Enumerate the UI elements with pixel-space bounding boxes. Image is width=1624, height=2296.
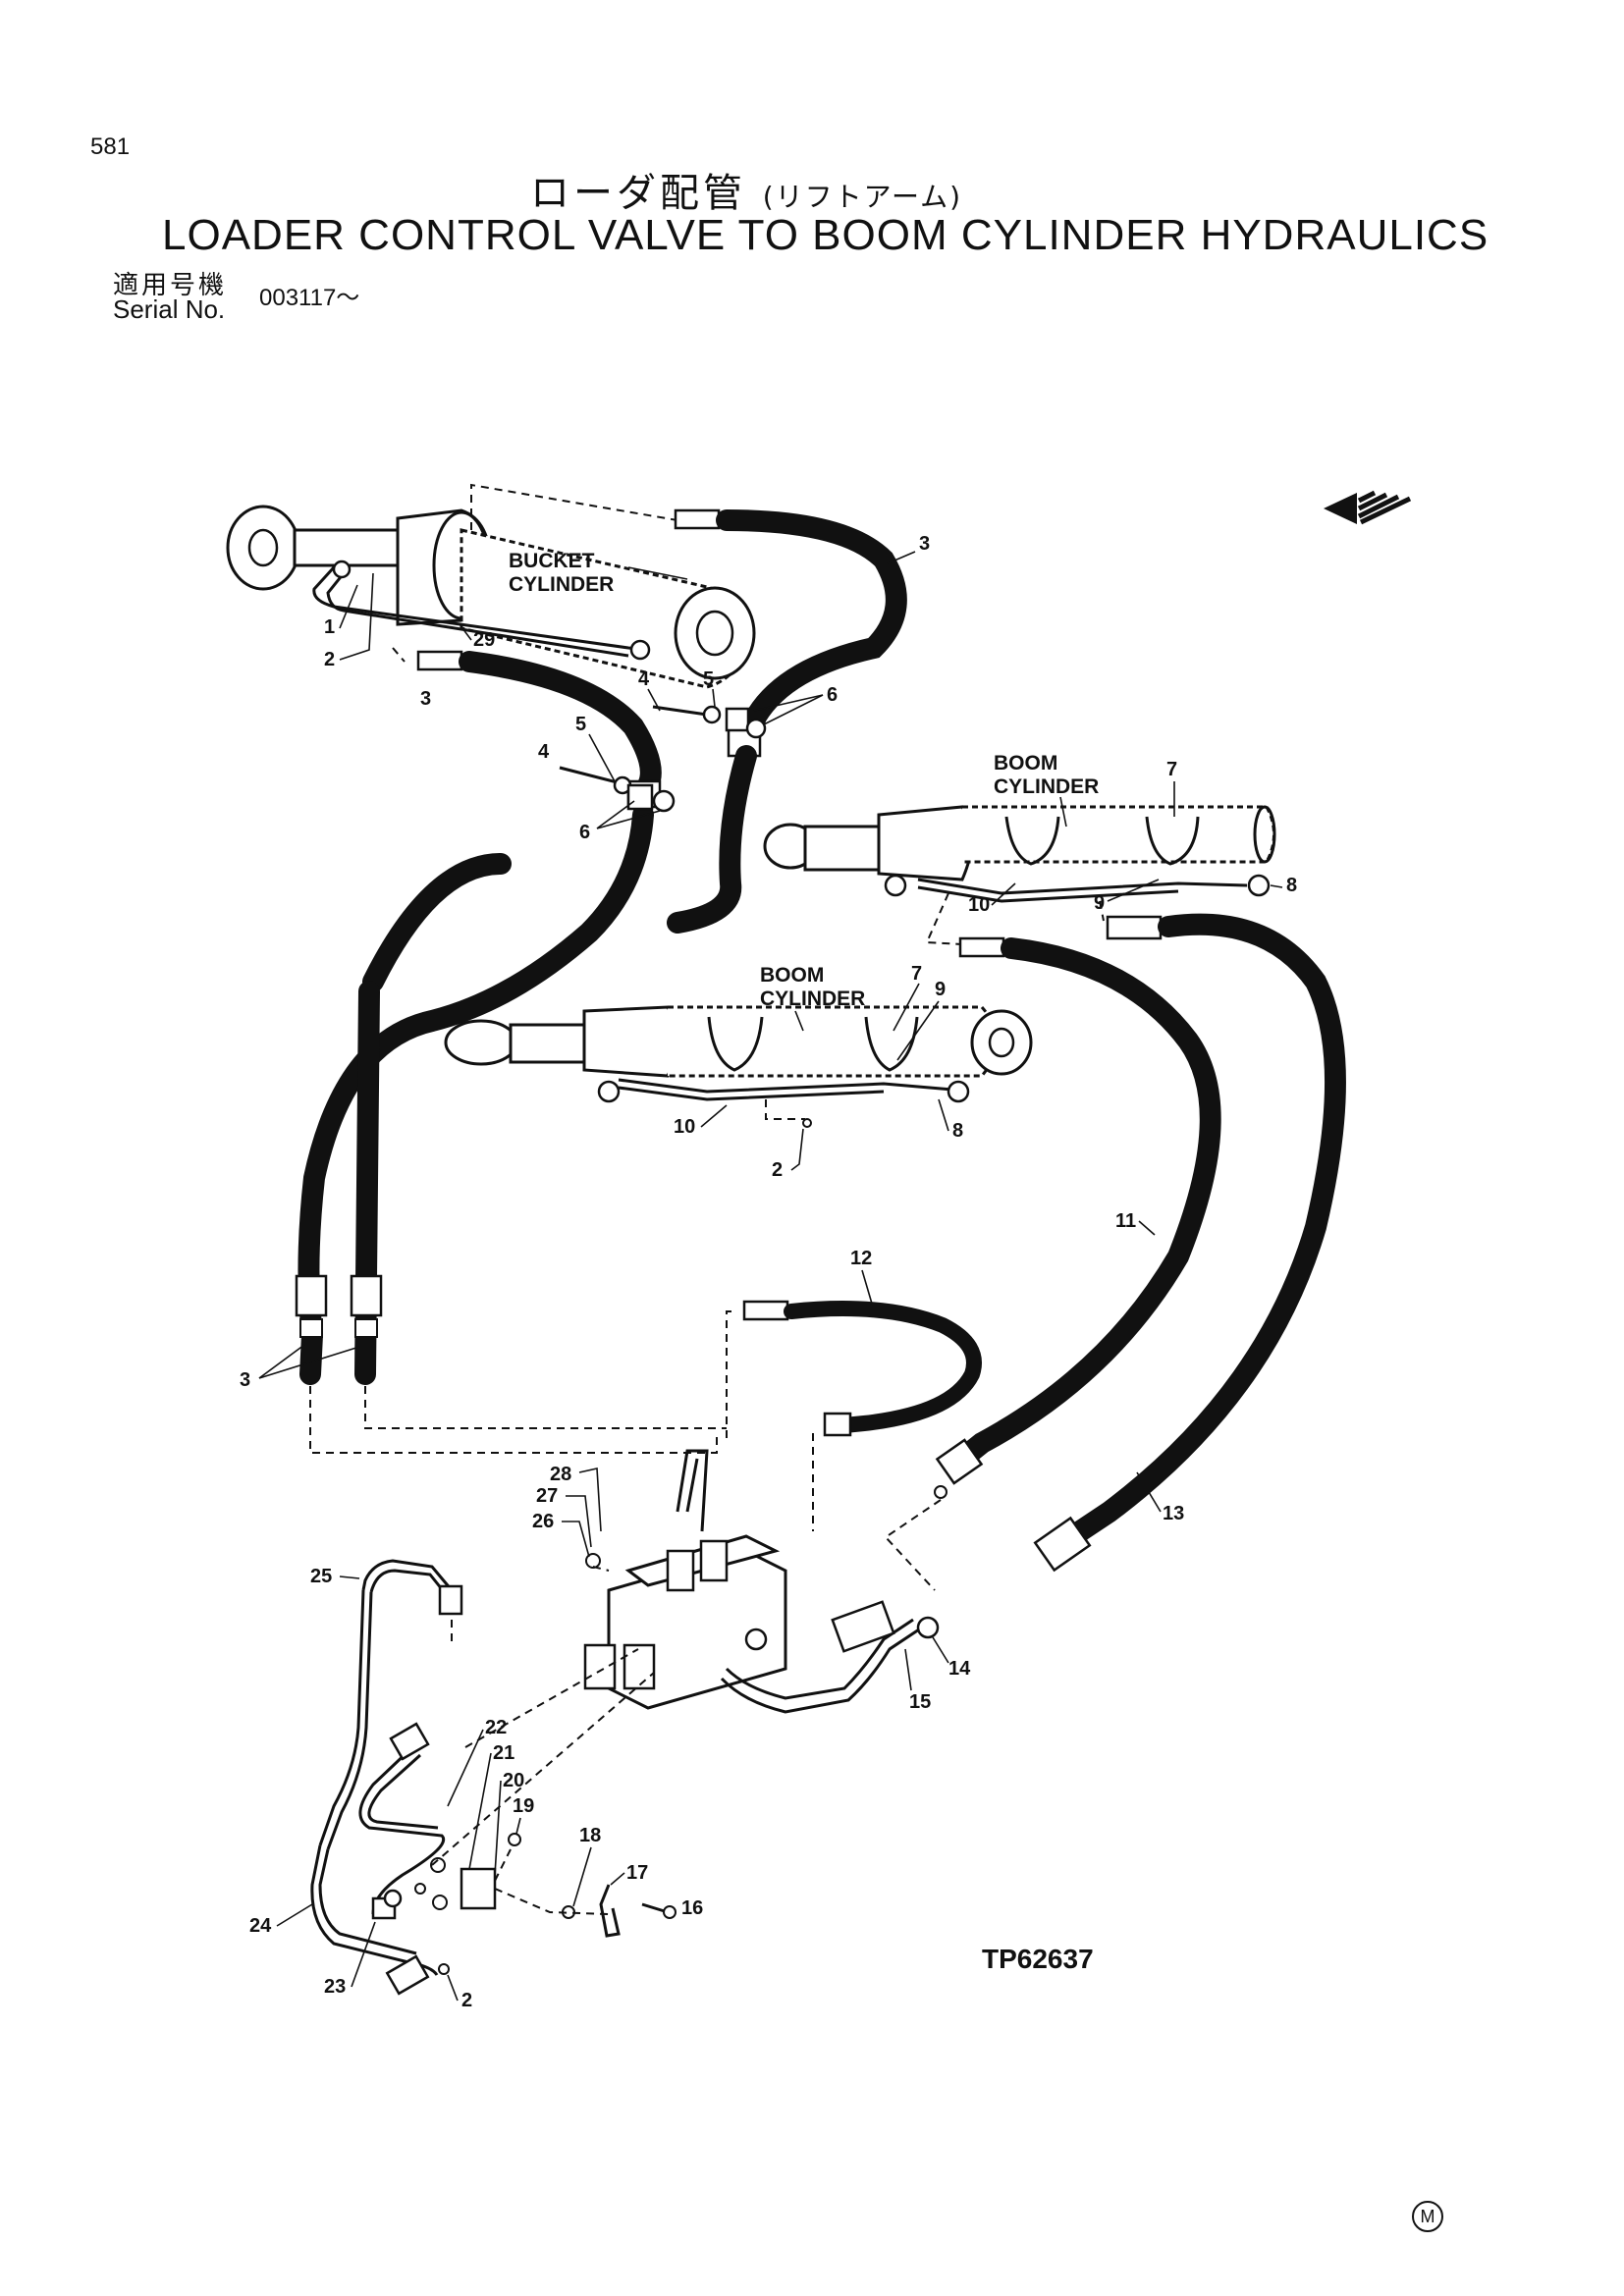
bucket-cylinder — [226, 505, 756, 689]
callout-7-lower: 7 — [911, 963, 922, 985]
page-number: 581 — [90, 133, 131, 160]
callout-16: 16 — [681, 1897, 703, 1919]
boom-cylinder-upper-label-2: CYLINDER — [994, 775, 1099, 798]
callout-4-top: 4 — [638, 668, 650, 690]
callout-25: 25 — [310, 1566, 332, 1587]
title-japanese-main: ローダ配管 — [530, 171, 746, 216]
pipe-25 — [318, 1559, 463, 1850]
arrow-left-icon — [1324, 490, 1412, 525]
callout-26: 26 — [532, 1511, 554, 1532]
callout-3-mid: 3 — [420, 688, 431, 710]
callout-2-bottom: 2 — [461, 1990, 472, 2011]
callout-5-mid: 5 — [575, 714, 586, 735]
callout-29: 29 — [473, 629, 495, 651]
boom-cylinder-lower — [444, 1005, 1033, 1128]
callout-4-mid: 4 — [538, 741, 550, 763]
serial-label-english: Serial No. — [113, 294, 226, 324]
drawing-code: TP62637 — [982, 1944, 1094, 1974]
callout-27: 27 — [536, 1485, 558, 1507]
callout-5-top: 5 — [703, 668, 714, 690]
title-japanese: ローダ配管 (リフトアーム) — [530, 161, 962, 218]
callout-6-mid: 6 — [579, 822, 590, 843]
callout-2-mid: 2 — [772, 1159, 783, 1181]
callout-9-lower: 9 — [935, 979, 946, 1000]
pipe-22-23-24 — [310, 1722, 450, 1996]
callout-10-lower: 10 — [674, 1116, 695, 1138]
serial-value: 003117～ — [259, 285, 360, 311]
callout-12: 12 — [850, 1248, 872, 1269]
bracket-assembly — [414, 1833, 677, 1938]
title-english: LOADER CONTROL VALVE TO BOOM CYLINDER HY… — [162, 211, 1489, 259]
title-japanese-sub: (リフトアーム) — [762, 181, 963, 213]
hose-12 — [742, 1300, 982, 1437]
hose-11 — [934, 936, 1221, 1499]
serial-label-japanese: 適用号機 — [113, 271, 228, 300]
callout-19: 19 — [513, 1795, 534, 1817]
callout-13: 13 — [1163, 1503, 1184, 1524]
callout-6-top: 6 — [827, 684, 838, 706]
callout-labels: 1 2 29 3 3 4 5 6 5 4 6 7 8 9 10 7 9 8 — [240, 533, 1297, 2011]
pipe-15 — [720, 1600, 940, 1714]
connector-group-upper — [652, 705, 767, 739]
callout-17: 17 — [626, 1862, 648, 1884]
callout-7-upper: 7 — [1166, 759, 1177, 780]
callout-11: 11 — [1115, 1210, 1136, 1232]
callout-10-upper: 10 — [968, 894, 990, 916]
callout-3-top: 3 — [919, 533, 930, 555]
hose-3-long-left — [298, 804, 654, 1385]
callout-9-upper: 9 — [1094, 892, 1105, 914]
callout-15: 15 — [909, 1691, 931, 1713]
boom-cylinder-lower-label-1: BOOM — [760, 964, 824, 987]
callout-20: 20 — [503, 1770, 524, 1791]
callout-8-upper: 8 — [1286, 875, 1297, 896]
boom-cylinder-upper — [763, 805, 1276, 903]
callout-23: 23 — [324, 1976, 346, 1998]
boom-cylinder-upper-label-1: BOOM — [994, 752, 1057, 774]
bucket-cylinder-label-1: BUCKET — [509, 550, 595, 572]
callout-22: 22 — [485, 1717, 507, 1738]
m-mark-icon: M — [1412, 2201, 1443, 2232]
callout-18: 18 — [579, 1825, 601, 1846]
callout-1: 1 — [324, 616, 335, 638]
callout-2-top: 2 — [324, 649, 335, 670]
boom-cylinder-lower-label-2: CYLINDER — [760, 988, 865, 1010]
callout-8-lower: 8 — [952, 1120, 963, 1142]
hose-13 — [1033, 913, 1346, 1573]
bucket-cylinder-label-2: CYLINDER — [509, 573, 614, 596]
connector-group-lower — [559, 766, 676, 813]
loader-control-valve — [583, 1449, 787, 1710]
callout-28: 28 — [550, 1464, 571, 1485]
callout-24: 24 — [249, 1915, 272, 1937]
callout-21: 21 — [493, 1742, 514, 1764]
callout-3-bottom: 3 — [240, 1369, 250, 1391]
callout-14: 14 — [948, 1658, 971, 1680]
